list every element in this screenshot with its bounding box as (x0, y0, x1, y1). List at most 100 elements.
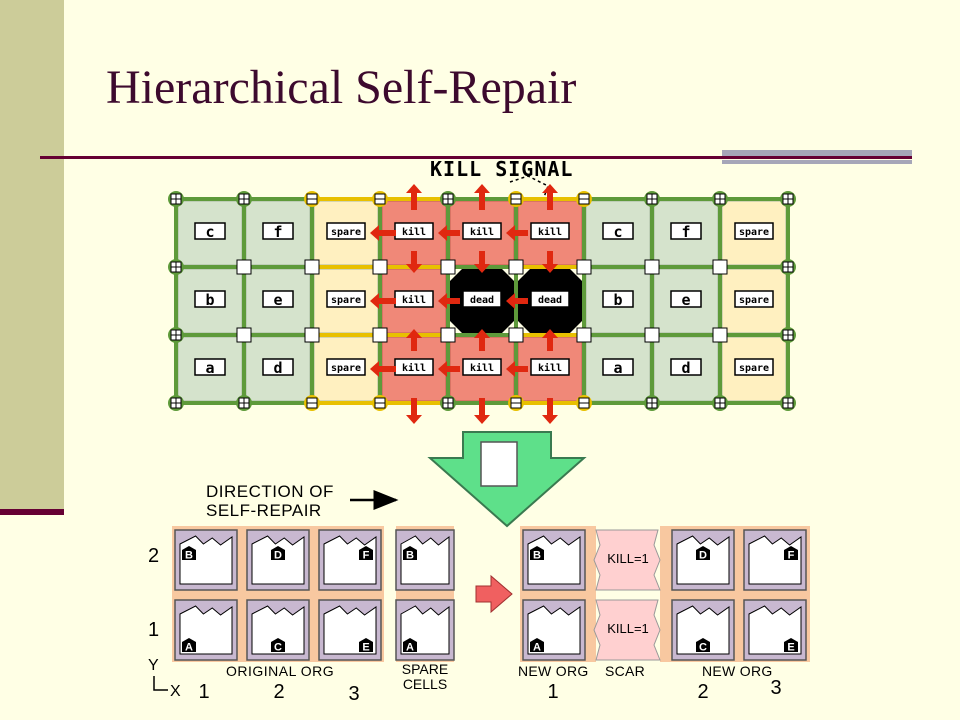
reconfigure-arrow (475, 574, 513, 614)
grid-cell-spare: spare (313, 200, 379, 266)
new-cell-C: C (671, 599, 735, 661)
grid-cell-label: e (681, 291, 690, 309)
new-org-2-label: NEW ORG (702, 663, 773, 679)
cell-letter: A (185, 642, 193, 654)
switch-node (168, 395, 184, 411)
grid-cell-spare: spare (721, 268, 787, 334)
new-cell-F: F (743, 529, 807, 591)
grid-cell-label: kill (538, 362, 562, 374)
grid-cell-d: d (653, 336, 719, 402)
switch-node (236, 191, 252, 207)
grid-cell-label: kill (402, 226, 426, 238)
grid-cell-label: a (205, 359, 214, 377)
scar-label: SCAR (605, 663, 645, 679)
switch-node (508, 327, 524, 343)
title-rule-gray-bottom (722, 160, 912, 164)
cell-letter: F (363, 550, 370, 562)
switch-node (644, 191, 660, 207)
switch-node (576, 259, 592, 275)
switch-node (236, 395, 252, 411)
grid-cell-label: a (613, 359, 622, 377)
cell-letter: E (787, 642, 794, 654)
new-org-cells: B A D F C E (522, 529, 807, 661)
cell-letter: D (699, 550, 707, 562)
cell-letter: D (274, 550, 282, 562)
switch-node (576, 395, 592, 411)
axis-indicator (153, 676, 168, 691)
switch-node (372, 395, 388, 411)
right-col-label-3: 3 (770, 677, 781, 699)
grid-cell-dead: dead (518, 269, 582, 333)
grid-cell-label: kill (402, 362, 426, 374)
transition-arrow (427, 431, 587, 528)
cell-letter: B (533, 550, 541, 562)
grid-cell-label: kill (538, 226, 562, 238)
left-col-label-2: 2 (273, 681, 284, 703)
switch-node (440, 191, 456, 207)
original-cell-B: B (174, 529, 238, 591)
cell-letter: A (533, 642, 541, 654)
grid-cell-f: f (653, 200, 719, 266)
grid-cell-spare: spare (721, 200, 787, 266)
grid-cell-label: b (205, 291, 214, 309)
grid-cell-f: f (245, 200, 311, 266)
switch-node (780, 327, 796, 343)
right-col-label-2: 2 (697, 681, 708, 703)
switch-node (576, 327, 592, 343)
switch-node (168, 259, 184, 275)
cell-letter: B (185, 550, 193, 562)
switch-node (712, 327, 728, 343)
switch-node (644, 395, 660, 411)
original-cell-E: E (318, 599, 382, 661)
grid-cell-b: b (177, 268, 243, 334)
switch-node (508, 395, 524, 411)
scar-column: KILL=1 KILL=1 (593, 529, 661, 661)
original-cell-F: F (318, 529, 382, 591)
spare-cells-label-line1: SPARE (402, 661, 448, 677)
axis-x-label: X (170, 683, 181, 700)
grid-cell-label: kill (402, 294, 426, 306)
axis-y-label: Y (148, 657, 159, 674)
sidebar-accent (0, 509, 64, 515)
grid-wires (174, 197, 790, 405)
grid-cell-label: dead (538, 295, 562, 306)
switch-node (304, 327, 320, 343)
grid-cell-c: c (585, 200, 651, 266)
original-cell-D: D (246, 529, 310, 591)
new-org-1-label: NEW ORG (518, 663, 589, 679)
grid-cell-d: d (245, 336, 311, 402)
grid-cell-e: e (653, 268, 719, 334)
switch-node (304, 395, 320, 411)
grid-cell-spare: spare (313, 336, 379, 402)
title-rule (40, 156, 912, 159)
kill-signal-line (509, 175, 557, 263)
grid-cell-label: dead (470, 295, 494, 306)
cell-letter: C (699, 642, 707, 654)
right-col-label-1: 1 (547, 681, 558, 703)
switch-node (780, 259, 796, 275)
new-cell-D: D (671, 529, 735, 591)
grid-cell-label: spare (331, 227, 361, 238)
switch-node (440, 327, 456, 343)
kill-signal-label: KILL SIGNAL (430, 157, 573, 181)
grid-cell-label: f (273, 223, 282, 241)
grid-cell-label: kill (470, 226, 494, 238)
original-org-cells: B D F A C E B A (174, 529, 455, 661)
grid-cell-label: f (681, 223, 690, 241)
cell-letter: F (788, 550, 795, 562)
grid-cell-label: spare (331, 363, 361, 374)
new-cell-E: E (743, 599, 807, 661)
grid-cell-a: a (177, 336, 243, 402)
switch-node (304, 259, 320, 275)
scar-cell-top-label: KILL=1 (607, 551, 649, 566)
switch-node (236, 327, 252, 343)
new-cell-B: B (522, 529, 586, 591)
spare-cells-label-line2: CELLS (403, 676, 447, 692)
cell-letter: C (274, 642, 282, 654)
cell-letter: B (406, 550, 414, 562)
grid-cell-a: a (585, 336, 651, 402)
original-org-label: ORIGINAL ORG (226, 663, 334, 679)
grid-cell-spare: spare (721, 336, 787, 402)
cell-letter: A (406, 642, 414, 654)
